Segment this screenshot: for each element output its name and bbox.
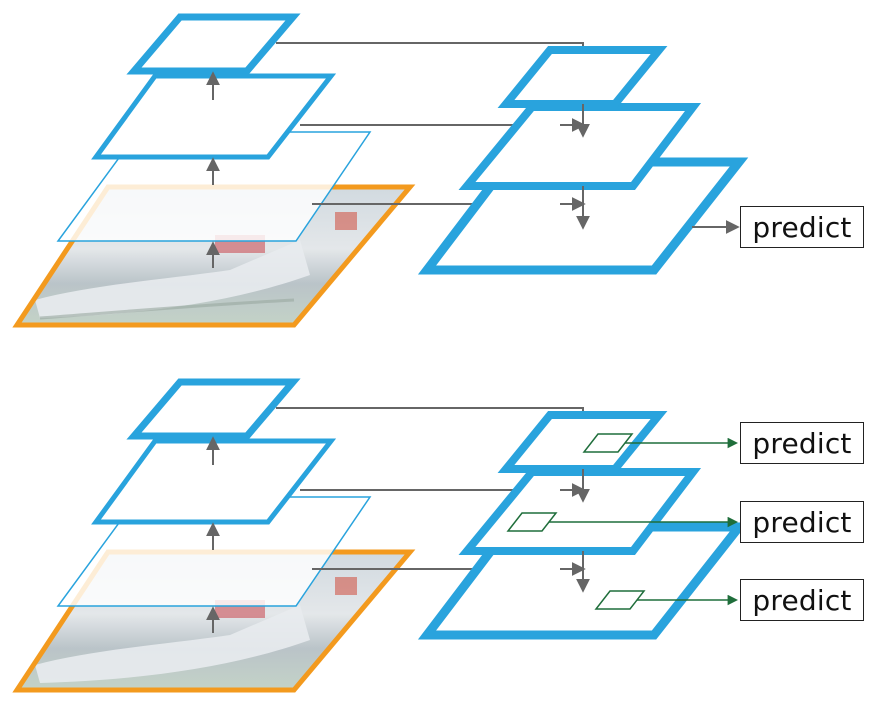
bottom-up-level-2 — [91, 438, 337, 525]
top-panel — [12, 13, 749, 328]
bottom-up-level-3 — [126, 378, 301, 440]
top-down-level-small — [497, 46, 668, 108]
top-down-level-medium — [458, 103, 702, 190]
top-down-level-small — [497, 411, 668, 473]
predict-label: predict — [740, 206, 864, 248]
predict-label: predict — [740, 501, 864, 543]
bottom-up-level-3 — [126, 13, 301, 75]
prediction-head — [582, 433, 634, 453]
predict-label: predict — [740, 579, 864, 621]
bottom-up-level-2 — [91, 73, 337, 160]
predict-label: predict — [740, 422, 864, 464]
prediction-head — [594, 590, 646, 610]
prediction-head — [506, 512, 558, 532]
bottom-panel — [12, 378, 749, 693]
